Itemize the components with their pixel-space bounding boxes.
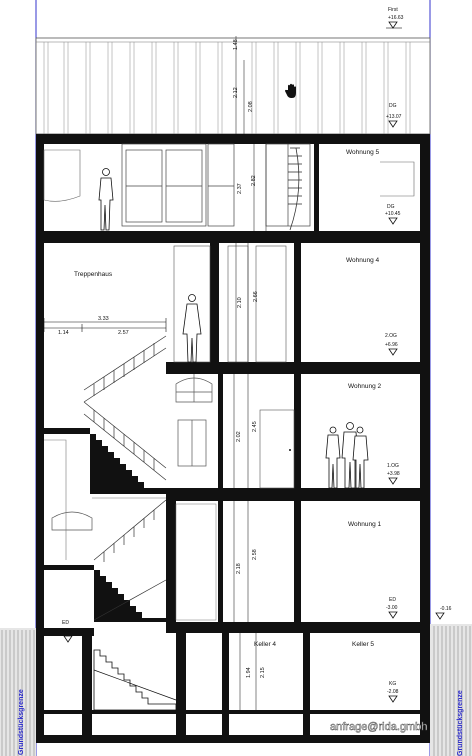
ground-hatch xyxy=(0,624,472,756)
stair-window-mid xyxy=(177,419,207,467)
dim-w4-h2: 2.66 xyxy=(253,291,259,302)
level-first-value: +16.63 xyxy=(388,15,404,21)
dim-w1-h: 2.18 xyxy=(236,563,242,574)
level-og3-name: DG xyxy=(387,204,395,210)
window-panel-1 xyxy=(121,143,207,227)
level-eg-right-value: -0.16 xyxy=(440,606,452,612)
side-label-left: Grundstücksgrenze xyxy=(18,689,25,755)
level-first: First +16.63 xyxy=(386,7,404,29)
dim-w5-h2: 2.82 xyxy=(251,175,257,186)
level-kg: KG -2.08 xyxy=(387,681,399,703)
roof-attic xyxy=(35,36,431,135)
dim-k-h2: 2.15 xyxy=(260,667,266,678)
watermark-text: anfrage@rida.gmbh xyxy=(330,721,427,733)
dim-w2-h: 2.02 xyxy=(236,431,242,442)
dim-w1-h2: 2.58 xyxy=(252,549,258,560)
floor-wohnung1: Wohnung 1 2.18 2.58 ED -3.00 -0.16 ED -0… xyxy=(60,501,452,643)
level-og2-name: 2.OG xyxy=(385,333,397,339)
people-silhouettes-w2 xyxy=(325,422,369,489)
wall-curve xyxy=(43,149,81,202)
dim-w5-h: 2.37 xyxy=(237,183,243,194)
floor-wohnung2: Wohnung 2 2.02 2.45 1.OG +3.98 xyxy=(233,374,400,489)
level-first-name: First xyxy=(388,7,398,13)
level-eg: ED -3.00 xyxy=(386,597,398,619)
person-silhouette-w4 xyxy=(182,294,202,363)
level-eg-value: -3.00 xyxy=(386,605,398,611)
level-first-triangle xyxy=(388,21,398,29)
level-og1: 1.OG +3.98 xyxy=(387,463,400,485)
window-panel-2 xyxy=(207,143,235,227)
room-wohnung1-label: Wohnung 1 xyxy=(348,521,382,528)
dim-w2-h2: 2.45 xyxy=(252,421,258,432)
room-keller-right-label: Keller 5 xyxy=(352,641,374,648)
side-label-right: Grundstücksgrenze xyxy=(457,690,464,756)
level-og1-name: 1.OG xyxy=(387,463,399,469)
stair-dimension-line xyxy=(43,318,167,332)
dim-k-h: 1.94 xyxy=(246,667,252,678)
room-wohnung4-label: Wohnung 4 xyxy=(346,257,380,264)
room-wohnung5-label: Wohnung 5 xyxy=(346,149,380,156)
level-eg-left-value: -0.46 xyxy=(60,628,72,634)
floor-wohnung4: Treppenhaus Wohnung 4 3.33 1.14 2.57 2.1… xyxy=(43,243,398,363)
level-eg-left-name: ED xyxy=(62,620,69,626)
dim-w4-h: 2.10 xyxy=(237,297,243,308)
spiral-stair xyxy=(288,147,302,231)
room-keller-left-label: Keller 4 xyxy=(254,641,276,648)
level-og2-value: +6.96 xyxy=(385,342,398,348)
person-silhouette-w5 xyxy=(98,168,114,231)
room-wohnung2-label: Wohnung 2 xyxy=(348,383,382,390)
dim-roof-small: 1.48 xyxy=(233,39,239,50)
dim-roof-h2: 2.08 xyxy=(248,101,254,112)
structure xyxy=(36,134,430,743)
stair-wall-angles xyxy=(44,439,166,560)
dim-stair-b: 2.57 xyxy=(118,330,129,336)
level-dg-value: +13.07 xyxy=(386,114,402,120)
level-og3-value: +10.45 xyxy=(385,211,401,217)
dim-stair-a: 1.14 xyxy=(58,330,69,336)
level-eg-left: ED -0.46 xyxy=(60,620,73,643)
stair-window-lower xyxy=(51,511,93,531)
level-eg-name: ED xyxy=(389,597,396,603)
stair-window-upper xyxy=(175,374,213,403)
level-og1-value: +3.98 xyxy=(387,471,400,477)
level-dg-name: DG xyxy=(389,103,397,109)
dim-stair-total: 3.33 xyxy=(98,316,109,322)
level-kg-name: KG xyxy=(389,681,396,687)
room-treppenhaus-label: Treppenhaus xyxy=(74,271,113,278)
level-og3: DG +10.45 xyxy=(385,204,401,225)
level-kg-value: -2.08 xyxy=(387,689,399,695)
floor-keller: Keller 4 Keller 5 1.94 2.15 KG -2.08 xyxy=(239,633,399,710)
floor-wohnung5: Wohnung 5 xyxy=(43,143,415,231)
level-dg-triangle xyxy=(388,120,398,128)
dim-roof-h: 2.12 xyxy=(233,87,239,98)
hand-cursor-icon xyxy=(285,83,296,98)
main-staircase xyxy=(83,335,177,711)
level-og2: 2.OG +6.96 xyxy=(385,333,398,356)
level-eg-right: -0.16 xyxy=(435,606,452,620)
level-dg: DG +13.07 xyxy=(386,103,402,128)
